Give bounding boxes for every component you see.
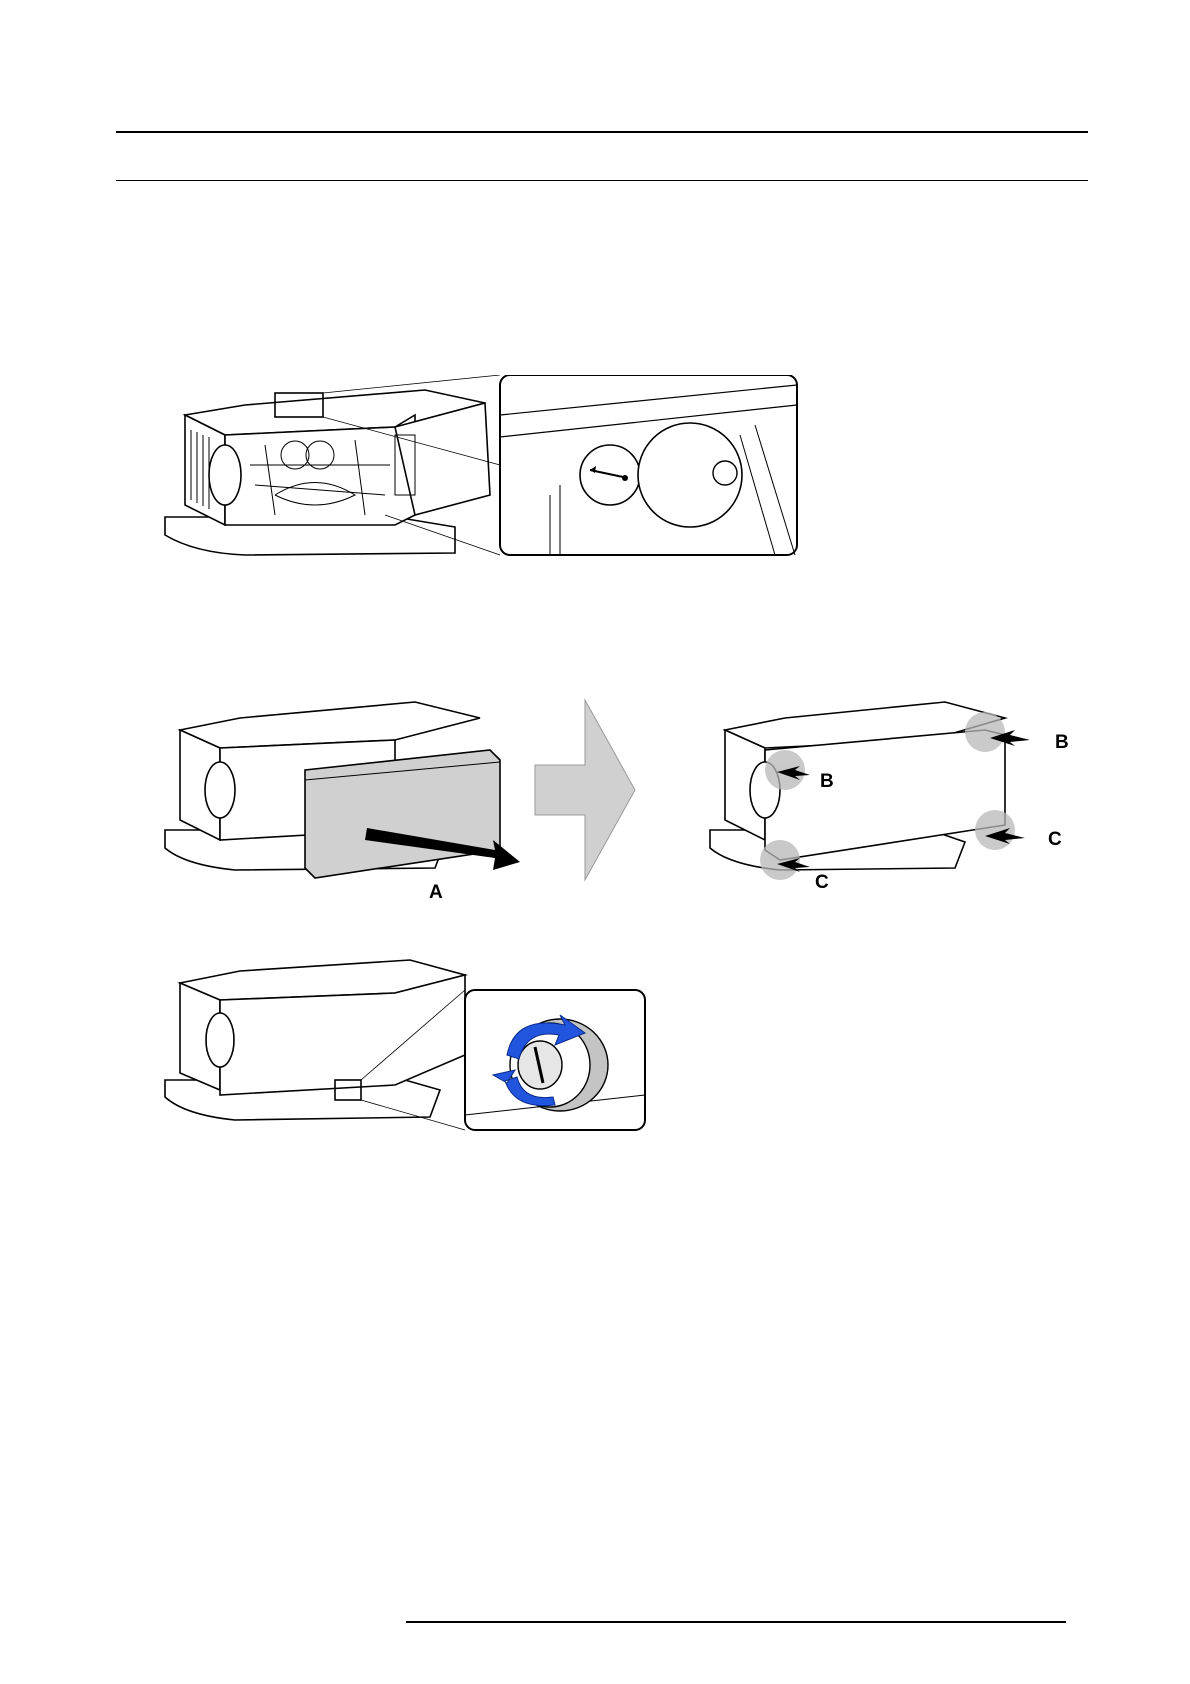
header-rule-bottom [116,180,1088,181]
footer-rule [406,1621,1066,1623]
step-arrow [535,700,635,880]
lock-detail-view [465,990,645,1130]
label-c-right: C [1048,829,1062,850]
label-b-left: B [820,771,834,792]
lens [205,762,235,818]
figure-cover-lock [155,955,655,1140]
side-cover-panel [305,750,500,878]
header-rule-top [116,131,1088,133]
zoom-detail-view [500,375,797,555]
label-b-right: B [1055,732,1069,753]
figure-side-panel-detail [155,375,805,575]
lens [206,1013,234,1067]
label-c-left: C [815,872,829,893]
lens [209,445,241,505]
figure-cover-mounting: A B B C C [155,690,1095,900]
label-a: A [429,882,443,900]
